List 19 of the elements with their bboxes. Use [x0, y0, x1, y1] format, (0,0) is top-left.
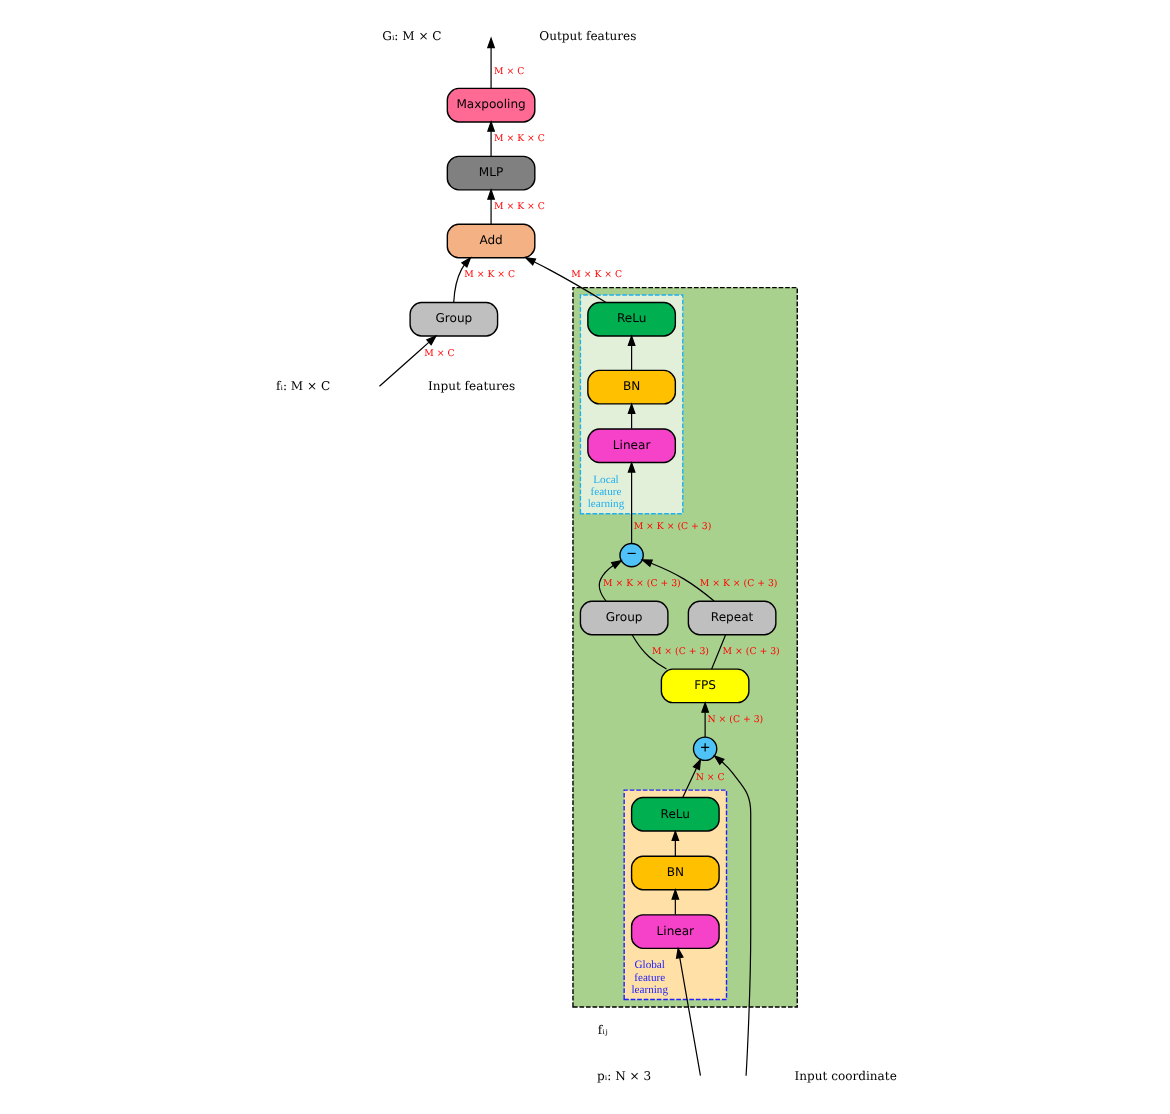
arrow: [452, 256, 471, 303]
connector: [710, 634, 726, 670]
arrow: [523, 257, 606, 304]
cluster: [571, 286, 797, 1008]
arrow: [485, 188, 495, 225]
arrow: [485, 120, 495, 157]
arrow: [485, 36, 495, 89]
node-circle: −: [618, 542, 643, 568]
connector: [630, 634, 667, 670]
arrow: [681, 758, 701, 798]
arrow: [377, 334, 437, 387]
arrow: [700, 701, 709, 738]
arrow: [639, 559, 714, 602]
arrow: [626, 334, 635, 371]
arrow: [674, 946, 701, 1077]
arrow: [597, 559, 622, 602]
arrow: [712, 754, 751, 1077]
node-circle: +: [691, 736, 717, 762]
arrow: [626, 460, 635, 544]
